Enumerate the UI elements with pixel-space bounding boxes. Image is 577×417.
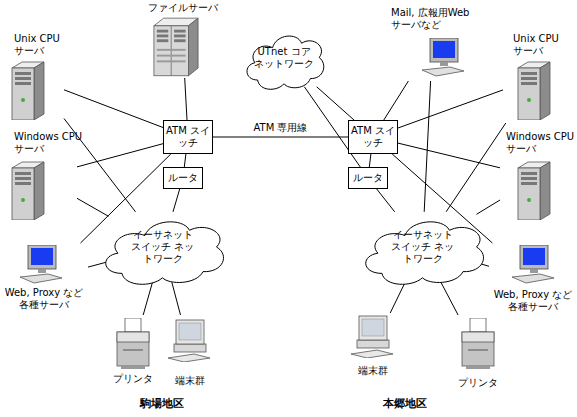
network-link (424, 81, 430, 212)
device-node: Windows CPU サーバ (500, 131, 576, 223)
device-node: Windows CPU サーバ (2, 131, 77, 223)
node-label: Windows CPU サーバ (506, 131, 576, 155)
network-link (143, 282, 152, 315)
device-node: Unix CPU サーバ (503, 33, 569, 123)
cloud-shape (106, 222, 224, 284)
server-icon (12, 162, 44, 220)
node-label: Unix CPU サーバ (14, 33, 64, 57)
node-label: プリンタ (108, 373, 158, 385)
device-node: Web, Proxy など 各種サーバ (0, 243, 88, 315)
switch-box: ルータ (163, 167, 203, 189)
node-label: Mail, 広報用Web サーバなど (391, 7, 479, 31)
area-label: 駒場地区 (140, 398, 184, 410)
cloud-outline (240, 20, 328, 95)
switch-box: ATM スイッチ (348, 120, 398, 154)
network-link (172, 282, 181, 315)
node-label: ルータ (353, 172, 383, 184)
node-label: ルータ (168, 172, 198, 184)
network-cloud: UTnet コア ネットワーク (240, 20, 328, 95)
device-node: Unix CPU サーバ (2, 33, 64, 123)
server-icon (12, 62, 44, 120)
node-label: イーサネット スイッチ ネットワーク (390, 229, 455, 265)
network-link (398, 90, 503, 128)
link-label: ATM 専用線 (254, 122, 308, 134)
server-pc-icon (422, 38, 464, 76)
node-label: 端末群 (347, 365, 399, 377)
network-link (369, 154, 371, 167)
network-cloud: イーサネット スイッチ ネットワーク (95, 203, 230, 291)
server-icon (518, 162, 550, 220)
node-label: UTnet コア ネットワーク (252, 46, 316, 70)
node-label: Web, Proxy など 各種サーバ (0, 287, 88, 311)
cloud-shape (247, 36, 324, 89)
node-label: プリンタ (452, 377, 504, 389)
node-label: ATM スイッチ (165, 125, 211, 149)
printer-icon (462, 318, 494, 369)
node-label: Unix CPU サーバ (513, 33, 568, 57)
server-icon (518, 62, 550, 120)
node-label: 端末群 (164, 375, 216, 387)
server-pc-icon (512, 245, 554, 283)
network-link (77, 198, 109, 216)
node-label: イーサネット スイッチ ネットワーク (130, 229, 195, 265)
switch-box: ルータ (348, 167, 388, 189)
device-node: Web, Proxy など 各種サーバ (489, 243, 577, 315)
device-node: プリンタ (108, 315, 158, 387)
terminal-icon (351, 316, 393, 358)
device-node: 端末群 (347, 313, 399, 383)
device-node: 端末群 (164, 315, 216, 387)
network-link (398, 143, 500, 168)
network-link (390, 282, 405, 313)
switch-box: ATM スイッチ (163, 120, 213, 154)
node-label: ファイルサーバ (145, 2, 220, 14)
node-label: Windows CPU サーバ (14, 131, 84, 155)
node-label: ATM スイッチ (350, 125, 396, 149)
network-link (317, 87, 354, 120)
network-link (77, 144, 163, 167)
network-link (377, 189, 395, 212)
device-node: プリンタ (452, 315, 504, 391)
device-node: ファイルサーバ (140, 0, 225, 78)
file-server-icon (154, 18, 198, 76)
network-link (384, 81, 409, 120)
printer-icon (117, 318, 149, 369)
network-link (173, 189, 180, 212)
terminal-icon (168, 320, 210, 362)
network-cloud: イーサネット スイッチ ネットワーク (355, 203, 490, 291)
device-node: Mail, 広報用Web サーバなど (385, 5, 480, 81)
network-link (441, 282, 458, 315)
network-link (213, 137, 348, 138)
network-link (64, 90, 163, 128)
network-link (477, 200, 501, 214)
network-link (185, 78, 187, 120)
node-label: Web, Proxy など 各種サーバ (489, 289, 577, 313)
server-pc-icon (20, 245, 62, 283)
network-link (184, 154, 186, 167)
cloud-shape (366, 222, 484, 284)
area-label: 本郷地区 (383, 398, 427, 410)
